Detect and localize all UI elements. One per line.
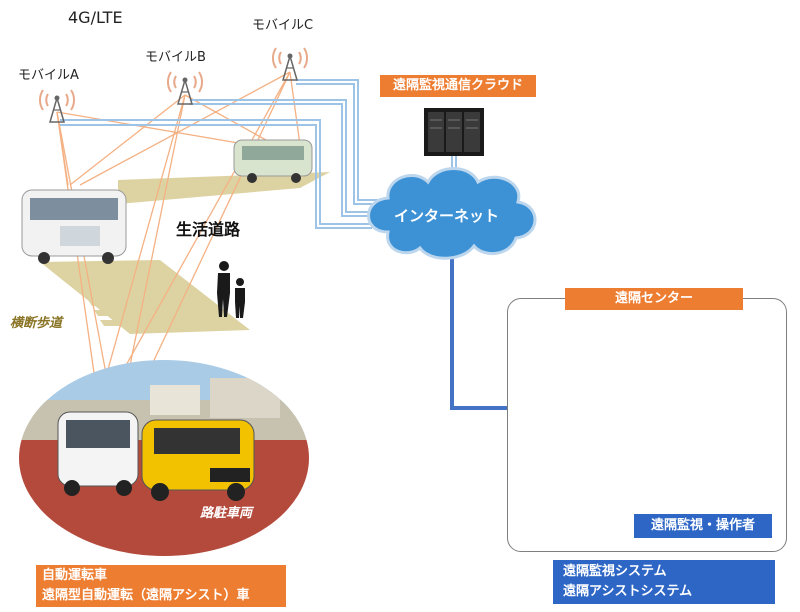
internet-cloud-icon <box>367 167 537 260</box>
crosswalk-stripes <box>88 300 212 326</box>
backhaul-links <box>60 79 457 229</box>
street-photo-image <box>19 360 309 556</box>
tower-c-label: モバイルC <box>252 18 314 33</box>
tower-b-icon <box>166 71 204 105</box>
remote-center-title: 遠隔センター <box>565 288 743 310</box>
vehicle-caption-line1: 自動運転車 <box>42 568 108 583</box>
backbone-link <box>450 252 512 410</box>
road-label: 生活道路 <box>176 220 241 239</box>
network-label: 4G/LTE <box>68 8 123 27</box>
vehicle-caption-line2: 遠隔型自動運転（遠隔アシスト）車 <box>42 588 250 603</box>
upper-vehicle-image <box>233 139 313 183</box>
vehicle-caption: 自動運転車 遠隔型自動運転（遠隔アシスト）車 <box>36 565 286 607</box>
tower-c-icon <box>271 47 309 81</box>
remote-center-panel <box>507 298 787 552</box>
parked-vehicle-label: 路駐車両 <box>200 506 253 521</box>
tower-a-label: モバイルA <box>18 68 79 83</box>
server-rack-icon <box>424 108 484 156</box>
tower-a-icon <box>38 89 76 123</box>
pedestrian-icon <box>217 261 245 318</box>
system-caption-line2: 遠隔アシストシステム <box>563 584 693 599</box>
internet-label: インターネット <box>394 207 500 225</box>
cloud-service-label: 遠隔監視通信クラウド <box>380 75 536 97</box>
tower-b-label: モバイルB <box>145 50 206 65</box>
lower-vehicle-image <box>21 189 127 264</box>
system-caption: 遠隔監視システム 遠隔アシストシステム <box>553 560 775 604</box>
system-caption-line1: 遠隔監視システム <box>563 564 667 579</box>
crosswalk-label: 横断歩道 <box>10 316 63 331</box>
operator-label: 遠隔監視・操作者 <box>634 514 772 538</box>
road-strip-upper <box>118 172 330 204</box>
